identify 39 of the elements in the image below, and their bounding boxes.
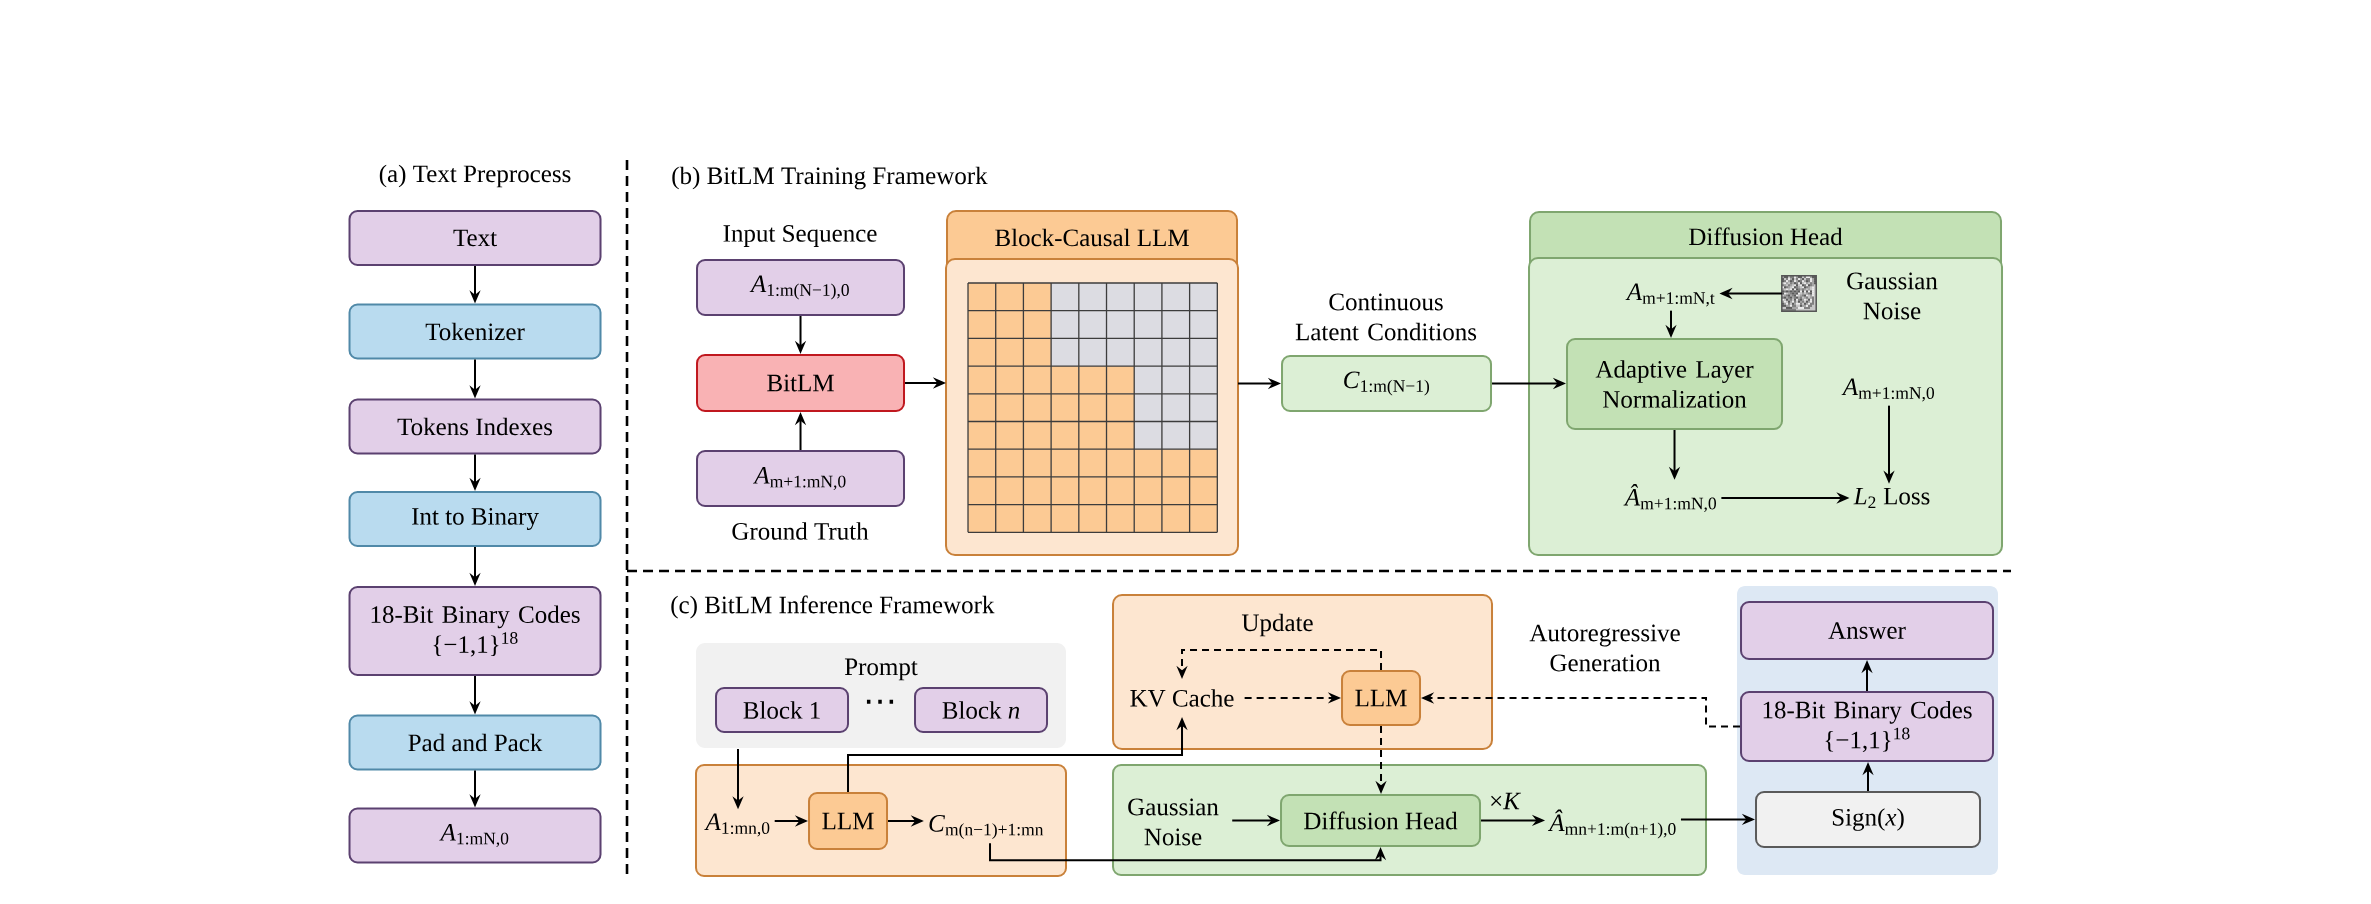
process-box: Answer (1740, 601, 1994, 660)
process-box: Tokens Indexes (348, 398, 602, 455)
process-box: Tokenizer (348, 303, 602, 360)
edge-label: ×K (1491, 792, 1521, 810)
process-box: Adaptive Layer Normalization (1566, 338, 1783, 430)
edge-label: Autoregressive Generation (1529, 624, 1680, 672)
text-label: A$_{1:mn,0}$ (704, 813, 770, 837)
panel-title: (b) BitLM Training Framework (672, 166, 988, 190)
panel-title: (c) BitLM Inference Framework (671, 595, 995, 619)
process-box: Int to Binary (348, 491, 602, 547)
panel-title: (a) Text Preprocess (379, 164, 571, 188)
process-box: A$_{m+1:mN,0}$ (696, 450, 905, 507)
text-label: L$_{2}$ Loss (1853, 487, 1930, 509)
text-label: KV Cache (1130, 689, 1234, 707)
text-label: A$_{m+1:mN,0}$ (1841, 378, 1934, 402)
process-box: Diffusion Head (1280, 794, 1481, 847)
text-label: Â$_{m+1:mN,0}$ (1623, 484, 1716, 512)
process-box: Pad and Pack (348, 714, 602, 771)
node-label: Input Sequence (723, 225, 877, 247)
process-box: Sign(x) (1755, 791, 1981, 848)
process-box: LLM (1341, 670, 1421, 726)
process-box: LLM (808, 792, 888, 850)
text-label: Â$_{mn+1:m(n+1),0}$ (1547, 809, 1676, 839)
text-label: Gaussian Noise (1128, 798, 1219, 846)
process-box: A$_{1:m(N−1),0}$ (696, 259, 905, 316)
process-box: Text (348, 210, 602, 266)
process-box: C$_{1:m(N−1)}$ (1281, 355, 1492, 412)
node-label: Continuous Latent Conditions (1295, 293, 1477, 341)
process-box: BitLM (696, 354, 905, 412)
ellipsis: ⋯ (866, 699, 894, 704)
process-box: 18-Bit Binary Codes {−1,1}$^{18}$ (1740, 691, 1994, 762)
node-label: Ground Truth (732, 522, 869, 540)
process-box: Block 1 (715, 687, 849, 733)
process-box: Block n (914, 687, 1048, 733)
text-label: C$_{m(n−1)+1:mn}$ (929, 815, 1044, 839)
process-box: 18-Bit Binary Codes {−1,1}$^{18}$ (348, 586, 602, 676)
node-label: Gaussian Noise (1847, 272, 1938, 320)
text-label: A$_{m+1:mN,t}$ (1625, 283, 1715, 307)
process-box: A$_{1:mN,0}$ (348, 807, 602, 864)
